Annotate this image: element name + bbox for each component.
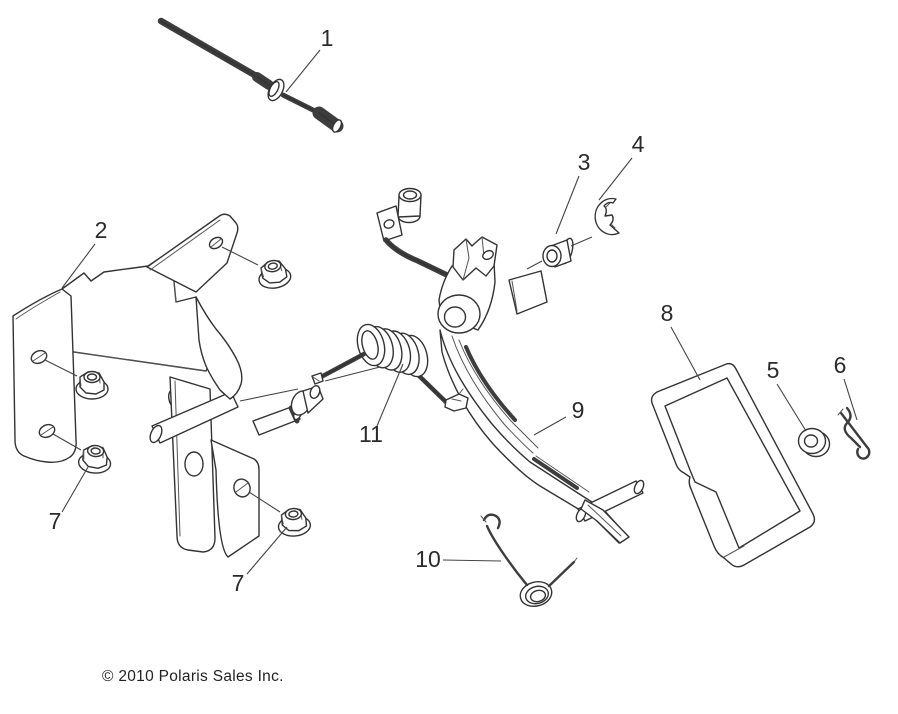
callout-leader-cotter-pin [843, 378, 858, 421]
callout-number-torsion-spring: 11 [359, 421, 383, 447]
callout-leader-mount-bracket [61, 243, 96, 289]
callout-leader-throttle-rod [285, 49, 321, 93]
part-torsion-spring [311, 323, 469, 412]
callout-leader-pivot-bushing [555, 175, 580, 235]
callout-number-pedal-pad: 8 [661, 300, 674, 326]
callout-leader-return-spring [442, 559, 502, 562]
callout-number-cotter-pin: 6 [834, 352, 847, 378]
callout-leader-pedal-pad [670, 326, 701, 381]
callout-number-throttle-rod: 1 [321, 25, 334, 51]
callout-number-flange-nut: 7 [49, 508, 62, 534]
callout-number-pedal-lever: 9 [572, 397, 585, 423]
callouts: 1 2 3 4 5 6 7 7 8 9 10 11 [49, 25, 858, 596]
callout-leader-flange-nut [246, 526, 288, 575]
callout-leader-washer [776, 383, 807, 432]
alignment-lines [44, 236, 593, 513]
callout-number-washer: 5 [767, 357, 780, 383]
callout-number-pivot-bushing: 3 [578, 149, 591, 175]
copyright-text: © 2010 Polaris Sales Inc. [102, 668, 284, 685]
callout-number-mount-bracket: 2 [95, 217, 108, 243]
part-pivot-bushing [542, 237, 574, 268]
callout-number-flange-nut: 7 [232, 570, 245, 596]
callout-leader-pedal-lever [533, 416, 567, 436]
callout-leader-torsion-spring [376, 363, 404, 427]
flange-nut [277, 507, 312, 537]
part-cotter-pin [837, 406, 871, 460]
flange-nut [75, 370, 109, 400]
flange-nut [258, 259, 292, 289]
part-pedal-pad [650, 362, 816, 568]
part-mount-bracket [12, 213, 324, 558]
part-e-clip [594, 197, 620, 236]
callout-leader-flange-nut [61, 466, 89, 513]
callout-leader-e-clip [598, 157, 633, 201]
part-washer [797, 427, 831, 458]
callout-number-return-spring: 10 [415, 546, 441, 572]
part-flange-nuts [75, 259, 312, 537]
part-return-spring [480, 513, 578, 608]
flange-nut [77, 444, 112, 474]
part-pedal-lever [376, 187, 645, 544]
part-throttle-rod [157, 17, 344, 133]
callout-number-e-clip: 4 [632, 131, 645, 157]
